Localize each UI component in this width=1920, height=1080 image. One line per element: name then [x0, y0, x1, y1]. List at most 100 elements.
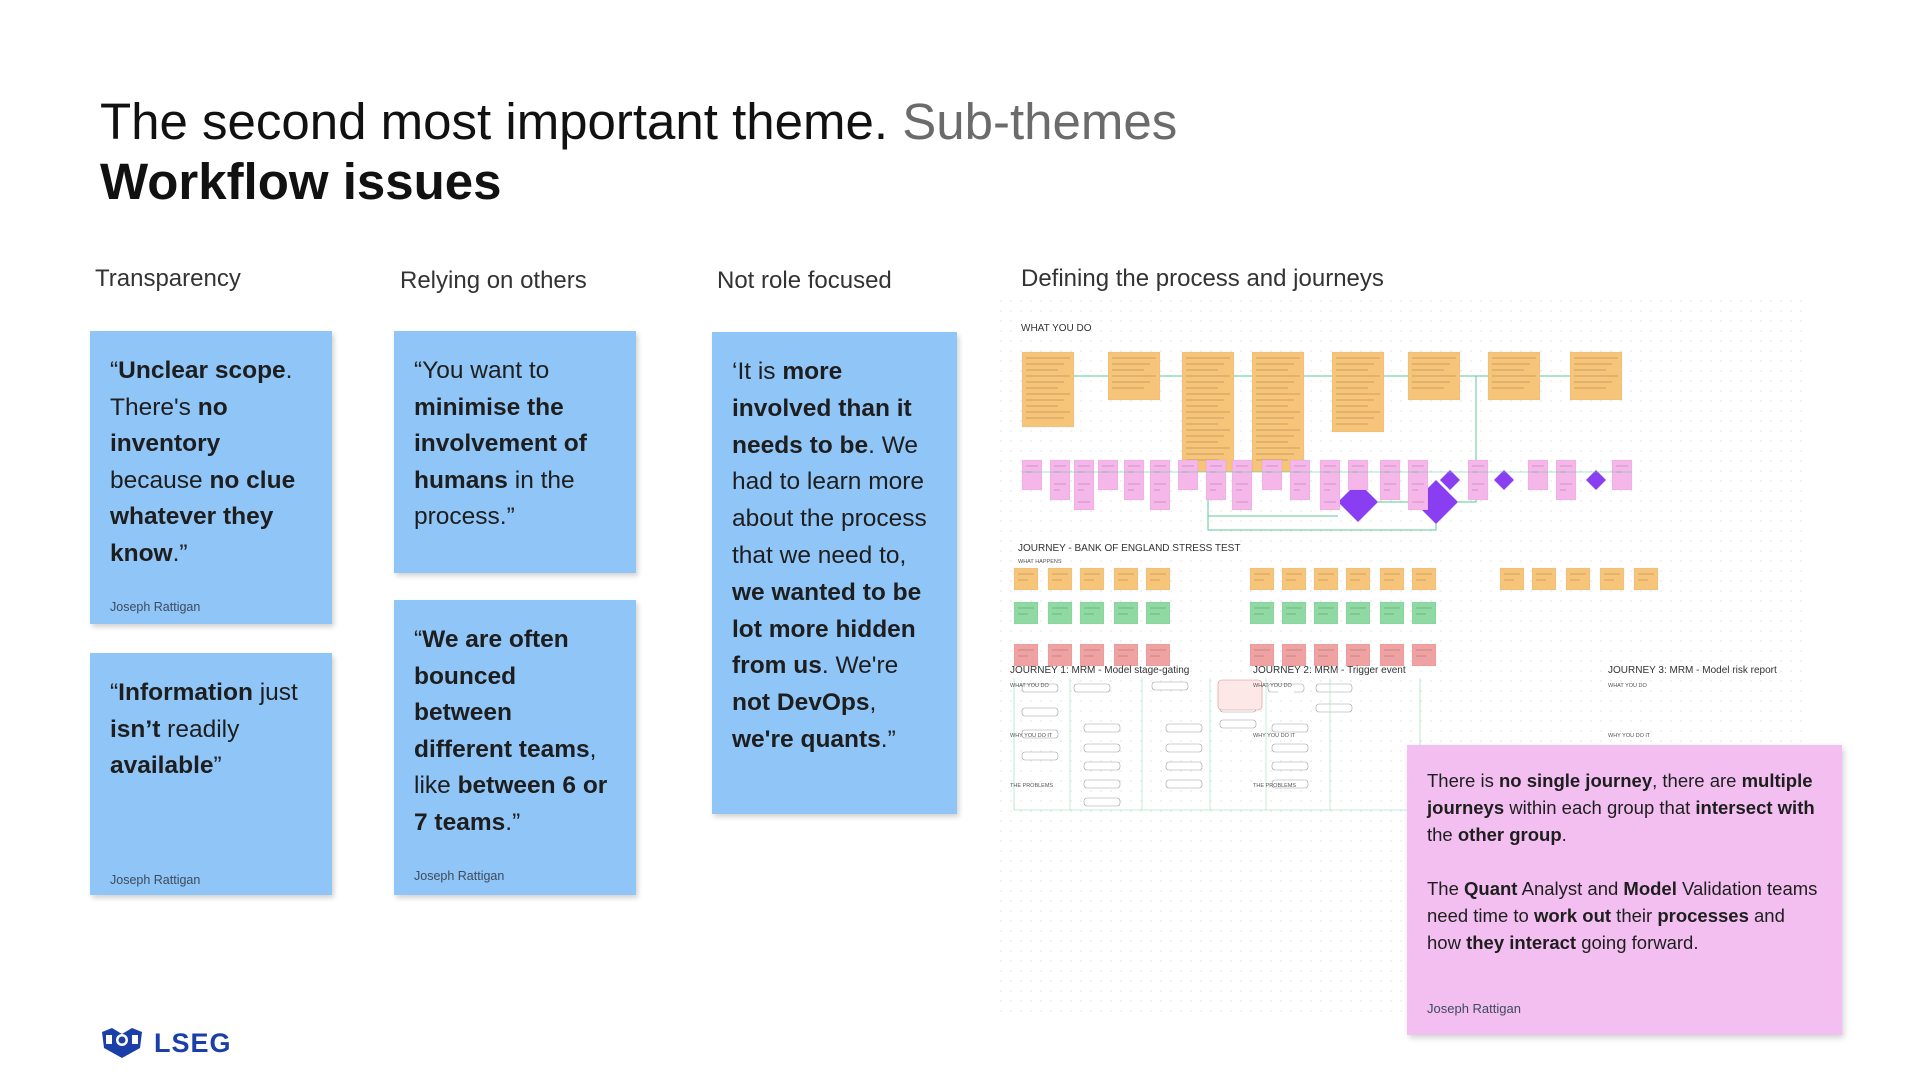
decision-diamond	[1440, 470, 1460, 490]
journey-sticky	[1097, 459, 1119, 491]
journey1-sticky	[1013, 567, 1039, 591]
journey-sticky	[1049, 459, 1071, 501]
journey-sticky	[1123, 459, 1145, 501]
text-run: There is	[1427, 770, 1499, 791]
text-run: . There's	[110, 357, 293, 421]
journey-sticky	[1467, 459, 1489, 501]
emphasis-text: intersect with	[1695, 797, 1815, 818]
text-run: and how	[1427, 905, 1785, 953]
board-label-j2-why: WHY YOU DO IT	[1253, 733, 1296, 739]
decision-diamond	[1586, 470, 1606, 490]
journey2-sticky	[1249, 567, 1275, 591]
text-run: their	[1611, 905, 1658, 926]
flowchart-diamond	[1278, 684, 1294, 700]
text-run: The	[1427, 878, 1465, 899]
flowchart-node	[1021, 729, 1059, 739]
title-main: The second most important theme.	[100, 93, 889, 150]
journey2-sticky	[1379, 643, 1405, 667]
text-run: .”	[505, 808, 521, 836]
board-label-j3-why: WHY YOU DO IT	[1608, 733, 1651, 739]
board-label-what-happens: WHAT HAPPENS	[1018, 559, 1062, 565]
journey-sticky	[1347, 459, 1369, 491]
process-step-sticky	[1021, 351, 1075, 428]
process-step-sticky	[1181, 351, 1235, 473]
column-header-transparency: Transparency	[95, 265, 241, 292]
board-label-what-you-do: WHAT YOU DO	[1021, 323, 1092, 334]
text-run: .”	[172, 539, 188, 567]
quote-author: Joseph Rattigan	[414, 869, 505, 883]
journey-sticky	[1149, 459, 1171, 511]
quote-note-more-involved: ‘It is more involved than it needs to be…	[712, 332, 957, 814]
journey2-sticky	[1281, 567, 1307, 591]
quote-author: Joseph Rattigan	[110, 873, 201, 887]
flowchart-node	[1315, 703, 1353, 713]
journey-sticky	[1555, 459, 1577, 501]
text-run: Validation teams need time to	[1427, 878, 1818, 926]
emphasis-text: available	[110, 752, 214, 779]
board-label-journey-boe: JOURNEY - BANK OF ENGLAND STRESS TEST	[1018, 543, 1241, 554]
journey1-sticky	[1145, 643, 1171, 667]
text-run: “	[110, 357, 119, 384]
journey-sticky	[1231, 459, 1253, 511]
process-step-sticky	[1569, 351, 1623, 401]
flowchart-node	[1021, 683, 1059, 693]
journey-sticky	[1205, 459, 1227, 501]
journey-sticky	[1611, 459, 1633, 491]
journey2-sticky	[1281, 601, 1307, 625]
column-header-not-role-focused: Not role focused	[717, 267, 892, 294]
flowchart-lane	[1013, 678, 1421, 811]
emphasis-text: more involved than it needs to be	[732, 358, 912, 459]
journey2-sticky	[1411, 567, 1437, 591]
flowchart-node	[1271, 779, 1309, 789]
flowchart-node	[1271, 743, 1309, 753]
quote-text: “You want to minimise the involvement of…	[414, 353, 616, 536]
flowchart-node	[1315, 683, 1353, 693]
journey-sticky	[1407, 459, 1429, 511]
emphasis-text: isn’t	[110, 715, 161, 743]
journey2-sticky	[1249, 643, 1275, 667]
text-run: readily	[160, 715, 240, 743]
emphasis-text: between 6 or 7 teams	[414, 772, 608, 836]
board-label-j3-what: WHAT YOU DO	[1608, 683, 1647, 689]
flowchart-node	[1165, 761, 1203, 771]
insight-author: Joseph Rattigan	[1427, 1001, 1521, 1016]
flowchart-node	[1151, 681, 1189, 691]
flowchart-node	[1083, 779, 1121, 789]
journey1-sticky	[1113, 643, 1139, 667]
flowchart-node	[1271, 723, 1309, 733]
process-step-sticky	[1107, 351, 1161, 401]
board-label-journey-2: JOURNEY 2: MRM - Trigger event	[1253, 665, 1406, 676]
process-step-sticky	[1251, 351, 1305, 473]
column-header-defining-process: Defining the process and journeys	[1021, 265, 1384, 292]
text-run: , there are	[1652, 770, 1742, 791]
title-suffix: Sub-themes	[902, 93, 1178, 150]
emphasis-text: Model	[1623, 878, 1677, 899]
emphasis-text: We are often bounced between different t…	[414, 626, 590, 763]
flowchart-node	[1021, 707, 1059, 717]
emphasis-text: we're quants	[732, 725, 881, 753]
text-run: ,	[869, 689, 877, 717]
journey2-sticky	[1345, 567, 1371, 591]
quote-text: “Unclear scope. There's no inventory bec…	[110, 353, 312, 572]
decision-diamond	[1494, 470, 1514, 490]
flowchart-node-highlight	[1217, 679, 1263, 711]
board-label-j1-problems: THE PROBLEMS	[1010, 783, 1054, 789]
insight-note-journeys: There is no single journey, there are mu…	[1407, 745, 1842, 1035]
text-run: in the process.”	[414, 466, 575, 531]
journey1-sticky	[1145, 601, 1171, 625]
journey3-sticky	[1599, 567, 1625, 591]
journey-sticky	[1289, 459, 1311, 501]
text-run: going forward.	[1576, 932, 1699, 953]
journey1-sticky	[1047, 601, 1073, 625]
journey-sticky	[1527, 459, 1549, 491]
quote-note-bounced-teams: “We are often bounced between different …	[394, 600, 636, 895]
journey1-sticky	[1013, 643, 1039, 667]
flowchart-node	[1083, 797, 1121, 807]
workflow-board-image	[1000, 300, 1810, 1020]
flowchart-node	[1165, 743, 1203, 753]
process-connector	[1458, 375, 1488, 503]
emphasis-text: work out	[1533, 905, 1612, 926]
text-run: because	[110, 466, 210, 494]
quote-text: “Information just isn’t readily availabl…	[110, 675, 312, 785]
quote-note-minimise-humans: “You want to minimise the involvement of…	[394, 331, 636, 573]
